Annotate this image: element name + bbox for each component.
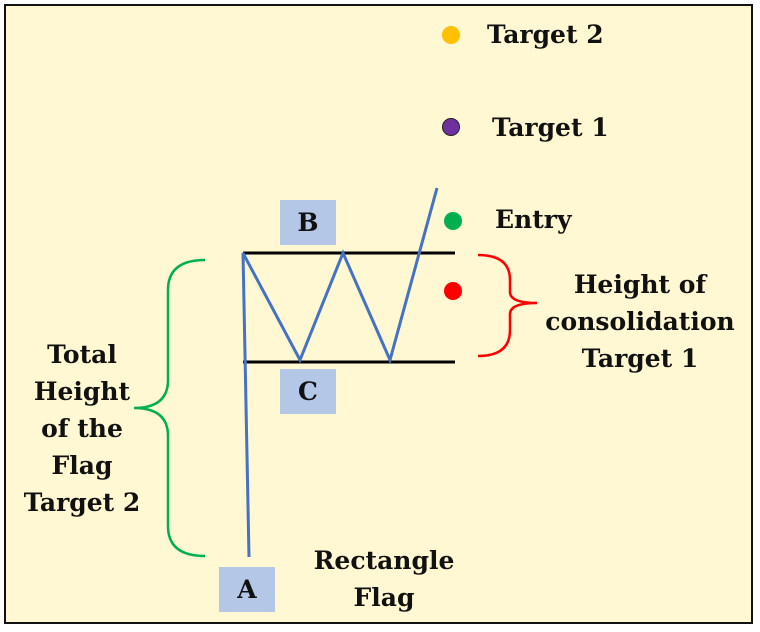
entry-label: Entry [495,205,572,234]
height-label-line-2: consolidation [545,307,735,336]
breakout-red-dot [444,282,462,300]
total-height-label: Total Height of the Flag Target 2 [14,336,150,521]
point-c-box: C [280,369,336,414]
height-label-line-3: Target 1 [581,344,699,373]
height-label-line-1: Height of [573,270,707,299]
total-label-line-3: of the [41,414,123,443]
consolidation-height-bracket [477,253,538,358]
target-2-label: Target 2 [487,20,604,49]
pattern-label-line-1: Rectangle [313,546,455,575]
pattern-name-label: Rectangle Flag [296,542,472,616]
point-b-box: B [280,200,336,245]
flagpole-and-flag-path [241,187,439,558]
total-height-bracket [133,258,206,558]
target-1-dot [442,118,460,136]
entry-dot [444,212,462,230]
height-of-consolidation-label: Height of consolidation Target 1 [542,266,738,377]
total-label-line-2: Height [33,377,131,406]
total-label-line-5: Target 2 [23,488,141,517]
diagram-frame [4,4,753,624]
target-1-label: Target 1 [492,113,609,142]
pattern-label-line-2: Flag [353,583,415,612]
target-2-dot [442,26,460,44]
total-label-line-1: Total [47,340,117,369]
total-label-line-4: Flag [51,451,113,480]
point-a-box: A [219,567,275,612]
